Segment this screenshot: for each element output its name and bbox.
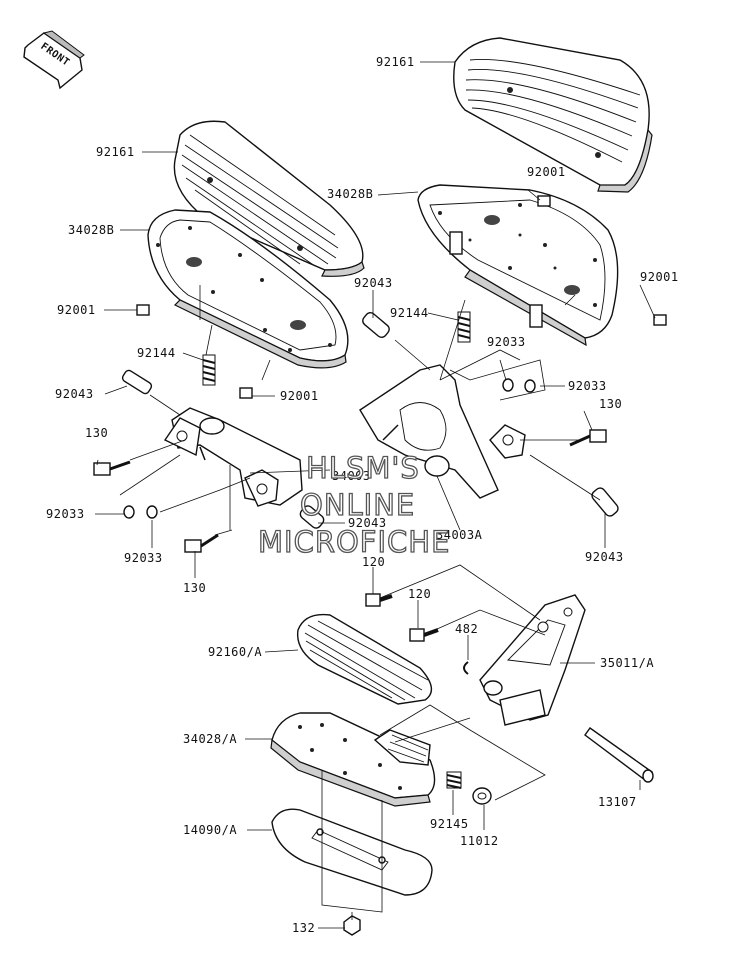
label-92161-top: 92161 xyxy=(376,55,415,69)
label-130-right: 130 xyxy=(599,397,622,411)
label-132: 132 xyxy=(292,921,315,935)
label-34028B-right: 34028B xyxy=(327,187,373,201)
floorboard-mat-left xyxy=(173,120,365,277)
shaft-13107-icon xyxy=(584,727,654,783)
leader-lines xyxy=(95,61,656,929)
front-arrow-icon: FRONT xyxy=(23,30,85,90)
label-92144-right: 92144 xyxy=(390,306,429,320)
label-130-left: 130 xyxy=(85,426,108,440)
bolt-130-icons xyxy=(93,429,607,553)
label-92001-right: 92001 xyxy=(640,270,679,284)
label-34028A: 34028/A xyxy=(183,732,237,746)
floorboard-left xyxy=(147,209,349,369)
label-92033-r2: 92033 xyxy=(568,379,607,393)
label-34028B-left: 34028B xyxy=(68,223,114,237)
label-92161-left: 92161 xyxy=(96,145,135,159)
label-92001-left: 92001 xyxy=(57,303,96,317)
pin-upper-icon xyxy=(362,311,390,339)
floorboard-mat-upper-right xyxy=(453,37,653,193)
clip-482-icon xyxy=(463,661,469,675)
washer-92033-icons xyxy=(123,378,536,519)
watermark-line2: ONLINE xyxy=(300,488,415,522)
label-92144-left: 92144 xyxy=(137,346,176,360)
bracket-right-34003A xyxy=(359,364,526,499)
label-34003: 34003 xyxy=(332,469,371,483)
part-labels: 92161 92161 92001 34028B 34028B 92001 92… xyxy=(46,55,679,935)
label-130-bottom: 130 xyxy=(183,581,206,595)
bracket-left-34003 xyxy=(163,407,303,507)
label-92043-left: 92043 xyxy=(55,387,94,401)
label-92145: 92145 xyxy=(430,817,469,831)
watermark: HLSM'S ONLINE MICROFICHE xyxy=(257,450,450,559)
label-13107: 13107 xyxy=(598,795,637,809)
floorboard-upper-right xyxy=(417,184,619,347)
label-120-a: 120 xyxy=(362,555,385,569)
label-11012: 11012 xyxy=(460,834,499,848)
spring-right-icon xyxy=(457,311,471,343)
label-120-b: 120 xyxy=(408,587,431,601)
label-14090A: 14090/A xyxy=(183,823,237,837)
mat-lower-92160A xyxy=(296,613,433,705)
label-92160A: 92160/A xyxy=(208,645,262,659)
collar-11012-icon xyxy=(472,787,492,805)
label-92043-upper: 92043 xyxy=(354,276,393,290)
spring-left-icon xyxy=(202,354,216,386)
watermark-line3: MICROFICHE xyxy=(258,525,450,559)
label-92043-right: 92043 xyxy=(585,550,624,564)
label-92001-upper: 92001 xyxy=(527,165,566,179)
label-92043-mid: 92043 xyxy=(348,516,387,530)
label-92033-r1: 92033 xyxy=(487,335,526,349)
floorboard-lower-34028A xyxy=(270,712,436,807)
bracket-lower-35011A xyxy=(479,594,586,726)
bolt-120-icons xyxy=(365,593,439,642)
bolt-92001-icons xyxy=(136,195,667,399)
pin-left-icon xyxy=(121,369,153,395)
label-35011A: 35011/A xyxy=(600,656,654,670)
label-482: 482 xyxy=(455,622,478,636)
cover-lower-14090A xyxy=(271,808,433,896)
watermark-line1: HLSM'S xyxy=(306,451,420,485)
pin-right-icon xyxy=(591,487,619,517)
label-34003A: 34003A xyxy=(436,528,483,542)
pin-mid-icon xyxy=(299,505,325,529)
label-92033-l2: 92033 xyxy=(124,551,163,565)
label-92033-l1: 92033 xyxy=(46,507,85,521)
label-92001-mid: 92001 xyxy=(280,389,319,403)
spring-92145-icon xyxy=(446,771,462,789)
